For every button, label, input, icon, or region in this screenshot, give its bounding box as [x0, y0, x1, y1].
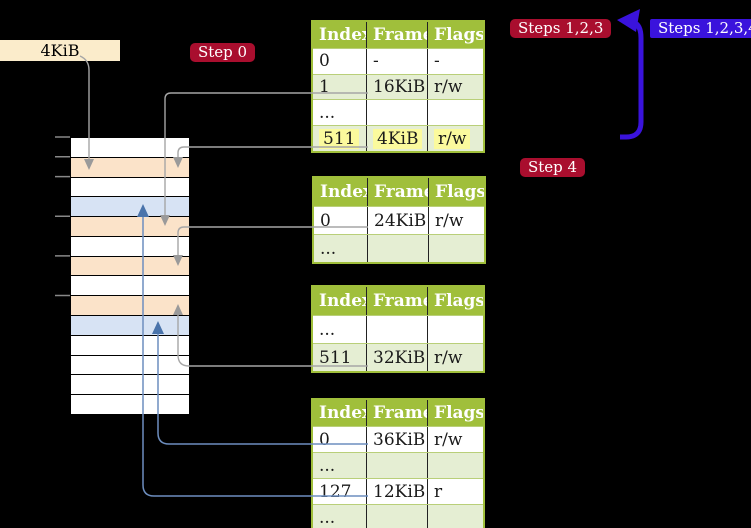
step4-badge: Step 4 [520, 158, 586, 177]
cell: 36KiB [367, 427, 428, 452]
cell: r/w [435, 210, 464, 231]
cell [428, 316, 483, 343]
memory-row [71, 217, 189, 237]
cell: ... [313, 100, 367, 126]
header-cell: Frame [367, 400, 428, 426]
cell [367, 100, 428, 126]
memory-row [71, 335, 189, 356]
cell: r/w [434, 429, 463, 450]
header-cell: Index [313, 287, 367, 315]
table-row: 511 32KiB r/w [313, 343, 483, 371]
page-table-3: Index Frame Flags ... 511 32KiB r/w [311, 285, 485, 373]
memory-row [71, 177, 189, 198]
table-header-row: Index Frame Flags [314, 178, 484, 206]
memory-row [71, 197, 189, 218]
header-cell: Index [314, 178, 368, 206]
cell: 32KiB [367, 344, 428, 371]
memory-row [71, 296, 189, 317]
table-row-highlighted: 511 4KiB r/w [313, 125, 483, 151]
cell: 16KiB [367, 74, 428, 100]
cell: 511 [313, 344, 367, 371]
memory-row [71, 256, 189, 277]
cell [367, 316, 428, 343]
memory-row [71, 157, 189, 178]
cell: 0 [313, 427, 367, 452]
arrow-steps-curve [620, 19, 644, 140]
memory-row [71, 375, 189, 396]
cell: - [367, 48, 428, 74]
table-row: 0 36KiB r/w [313, 426, 483, 452]
cell: 12KiB [367, 479, 428, 504]
header-cell: Flags [434, 403, 483, 423]
cell [367, 453, 428, 478]
cell: ... [314, 235, 368, 262]
cell: 1 [313, 74, 367, 100]
cell: 0 [313, 48, 367, 74]
memory-row [71, 355, 189, 376]
header-cell: Frame [367, 22, 428, 48]
cell: ... [313, 316, 367, 343]
header-cell: Frame [368, 178, 429, 206]
table-row: 0 - - [313, 47, 483, 74]
header-cell: Index [313, 22, 367, 48]
table-header-row: Index Frame Flags [313, 400, 483, 426]
table-row: 0 24KiB r/w [314, 206, 484, 234]
cell: r [434, 481, 443, 502]
cell [368, 235, 429, 262]
cell: ... [313, 505, 367, 528]
memory-row [71, 316, 189, 336]
header-cell: Frame [367, 287, 428, 315]
cell [428, 505, 483, 528]
header-cell: Flags [434, 291, 483, 311]
memory-row [71, 395, 189, 414]
cell: r/w [434, 76, 463, 97]
memory-row [71, 236, 189, 257]
cell: r/w [434, 347, 463, 368]
steps1234-badge: Steps 1,2,3,4 [650, 19, 751, 38]
cell [428, 453, 483, 478]
cell: ... [313, 453, 367, 478]
page-table-4: Index Frame Flags 0 36KiB r/w ... 127 12… [311, 398, 485, 528]
frame-4kib-label: 4KiB [0, 40, 120, 61]
cell: 4KiB [367, 126, 428, 151]
cell [428, 100, 483, 125]
steps123-badge: Steps 1,2,3 [510, 19, 612, 38]
header-cell: Flags [435, 182, 484, 202]
cell: 0 [314, 207, 368, 234]
cell: - [434, 51, 440, 72]
cell [429, 235, 484, 262]
cell: 511 [313, 126, 367, 151]
arrowhead-left-icon [617, 9, 640, 32]
table-row: ... [313, 452, 483, 478]
table-row: ... [314, 234, 484, 262]
table-row: 1 16KiB r/w [313, 73, 483, 100]
page-table-1: Index Frame Flags 0 - - 1 16KiB r/w ... … [311, 20, 485, 153]
header-cell: Index [313, 400, 367, 426]
table-row: ... [313, 99, 483, 126]
memory-row [71, 138, 189, 158]
header-cell: Flags [434, 24, 483, 45]
cell [367, 505, 428, 528]
table-row: 127 12KiB r [313, 478, 483, 504]
cell: r/w [428, 126, 483, 151]
cell: 127 [313, 479, 367, 504]
memory-row [71, 276, 189, 297]
table-row: ... [313, 504, 483, 528]
cell: 24KiB [368, 207, 429, 234]
table-row: ... [313, 315, 483, 343]
step0-badge: Step 0 [190, 43, 256, 62]
table-header-row: Index Frame Flags [313, 22, 483, 48]
table-header-row: Index Frame Flags [313, 287, 483, 315]
page-table-2: Index Frame Flags 0 24KiB r/w ... [312, 176, 486, 264]
physical-memory-strip [70, 137, 190, 415]
memory-tick-marks [55, 136, 70, 297]
